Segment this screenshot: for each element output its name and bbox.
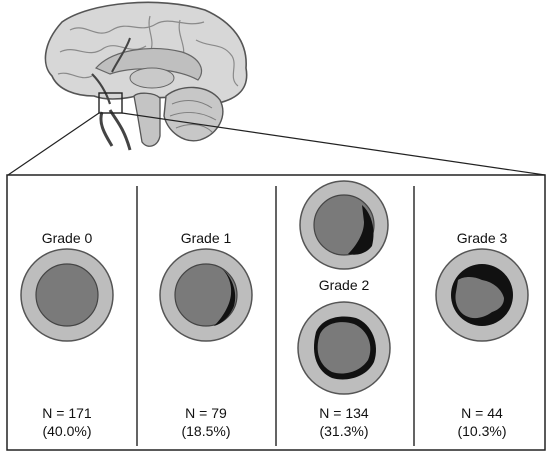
residual-lumen xyxy=(455,277,504,319)
panel-grade-1: Grade 1 N = 79 (18.5%) xyxy=(159,230,253,439)
grade-1-label: Grade 1 xyxy=(181,230,232,246)
panel-frame xyxy=(6,174,546,451)
grade-1-percent: (18.5%) xyxy=(181,423,230,439)
plaque-lesion xyxy=(214,268,236,326)
grade-2-percent: (31.3%) xyxy=(319,423,368,439)
vessel-cross-section-icon xyxy=(20,248,114,342)
grade-2-label: Grade 2 xyxy=(319,277,370,293)
panel-grade-0: Grade 0 N = 171 (40.0%) xyxy=(20,230,114,439)
panel-grade-2: Grade 2 N = 134 (31.3%) xyxy=(297,180,391,439)
vessel-cross-section-icon xyxy=(299,180,389,270)
grade-3-label: Grade 3 xyxy=(457,230,508,246)
brain-illustration xyxy=(7,1,546,176)
grade-0-percent: (40.0%) xyxy=(42,423,91,439)
grade-0-count: N = 171 xyxy=(42,405,92,421)
grade-0-label: Grade 0 xyxy=(42,230,93,246)
zoom-box xyxy=(98,92,123,114)
vessel-cross-section-icon xyxy=(297,301,391,395)
panel-grade-3: Grade 3 N = 44 (10.3%) xyxy=(435,230,529,439)
grade-2-count: N = 134 xyxy=(319,405,369,421)
grade-3-count: N = 44 xyxy=(461,405,503,421)
vessel-cross-section-icon xyxy=(159,248,253,342)
vessel-cross-section-icon xyxy=(435,248,529,342)
plaque-lesion xyxy=(348,205,374,255)
grade-3-percent: (10.3%) xyxy=(457,423,506,439)
grade-1-count: N = 79 xyxy=(185,405,227,421)
